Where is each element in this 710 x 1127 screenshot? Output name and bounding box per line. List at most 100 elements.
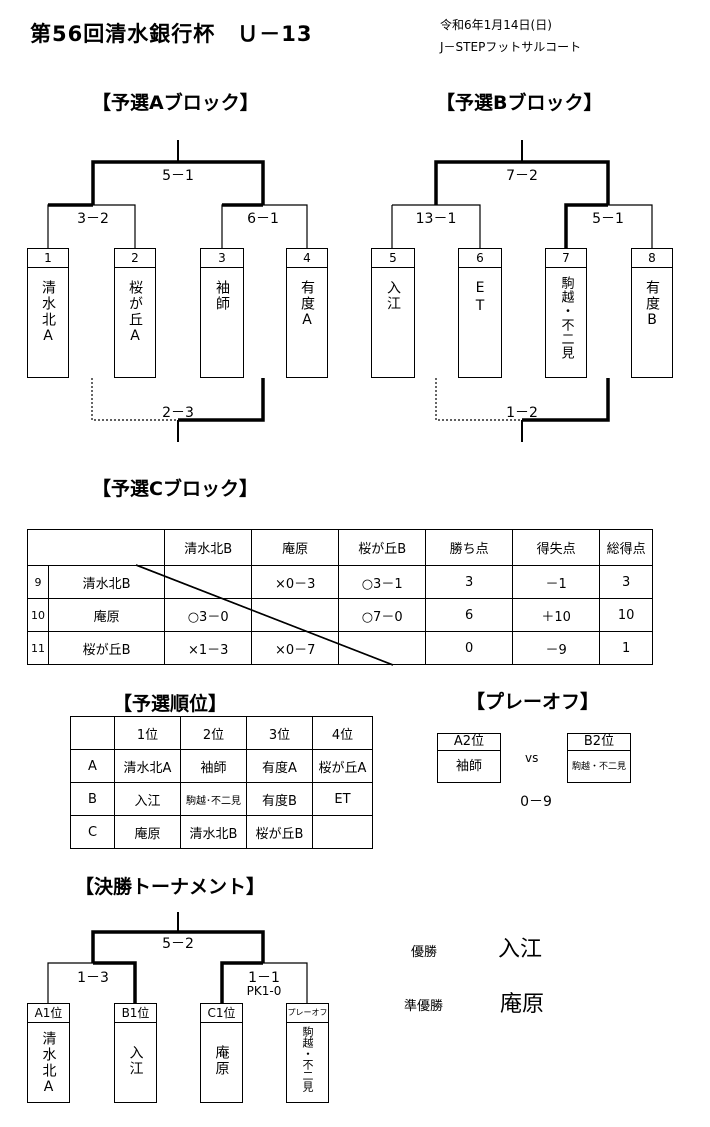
rank-cell: 入江 bbox=[114, 782, 181, 816]
team-name: 庵原 bbox=[213, 1045, 230, 1077]
rank-cell bbox=[312, 815, 373, 849]
block-label: C bbox=[70, 815, 115, 849]
winner-team: 入江 bbox=[498, 937, 543, 962]
final-team-b1: B1位 入江 bbox=[114, 1003, 157, 1103]
column-header: 総得点 bbox=[599, 529, 653, 566]
team-name: 有度B bbox=[644, 280, 660, 330]
playoff-right: B2位 駒越・不二見 bbox=[567, 733, 631, 783]
rank-cell: 駒越･不二見 bbox=[180, 782, 247, 816]
playoff-left-team: 袖師 bbox=[455, 759, 482, 774]
team-name: 桜が丘A bbox=[127, 280, 143, 346]
block-a-team-3: 3 袖師 bbox=[200, 248, 244, 378]
block-a-header: 【予選Aブロック】 bbox=[92, 92, 259, 114]
row-team: 桜が丘B bbox=[47, 631, 166, 665]
result-cell bbox=[251, 598, 340, 632]
playoff-score: 0－9 bbox=[520, 794, 552, 810]
row-number: 9 bbox=[27, 565, 49, 599]
column-header: 1位 bbox=[114, 716, 181, 750]
ranking-table: 1位 2位 3位 4位 A 清水北A 袖師 有度A 桜が丘A B 入江 駒越･不… bbox=[70, 716, 373, 849]
row-team: 清水北B bbox=[47, 565, 166, 599]
goals-cell: 3 bbox=[599, 565, 653, 599]
block-b-team-6: 6 ET bbox=[458, 248, 502, 378]
table-row: 9 清水北B ×0－3 ○3－1 3 －1 3 bbox=[27, 565, 653, 599]
team-number: 6 bbox=[459, 249, 501, 268]
result-cell: ○3－0 bbox=[164, 598, 253, 632]
block-b-team-8: 8 有度B bbox=[631, 248, 673, 378]
row-team: 庵原 bbox=[47, 598, 166, 632]
final-semi-right-pk: PK1-0 bbox=[246, 984, 282, 998]
block-b-final-score: 7－2 bbox=[506, 168, 538, 184]
final-team-playoff: プレーオフ 駒越・不二見 bbox=[286, 1003, 329, 1103]
points-cell: 0 bbox=[425, 631, 514, 665]
rank-cell: 袖師 bbox=[180, 749, 247, 783]
rank-cell: 桜が丘B bbox=[246, 815, 313, 849]
block-b-semi-left-score: 13－1 bbox=[415, 211, 457, 227]
block-c-table: 清水北B 庵原 桜が丘B 勝ち点 得失点 総得点 9 清水北B ×0－3 ○3－… bbox=[26, 529, 653, 665]
seed-label: プレーオフ bbox=[287, 1004, 328, 1023]
seed-label: B1位 bbox=[115, 1004, 156, 1023]
rank-cell: 清水北A bbox=[114, 749, 181, 783]
playoff-left-label: A2位 bbox=[438, 734, 500, 751]
table-row: C 庵原 清水北B 桜が丘B bbox=[70, 815, 373, 849]
table-row: A 清水北A 袖師 有度A 桜が丘A bbox=[70, 749, 373, 783]
event-date: 令和6年1月14日(日) bbox=[440, 18, 552, 32]
column-header: 3位 bbox=[246, 716, 313, 750]
final-semi-right-score: 1－1 bbox=[248, 970, 280, 986]
team-name: 駒越・不二見 bbox=[558, 276, 574, 360]
block-b-semi-right-score: 5－1 bbox=[592, 211, 624, 227]
diff-cell: －9 bbox=[512, 631, 601, 665]
team-name: 駒越・不二見 bbox=[301, 1026, 314, 1092]
column-header: 庵原 bbox=[251, 529, 340, 566]
rank-cell: 桜が丘A bbox=[312, 749, 373, 783]
rank-cell: 清水北B bbox=[180, 815, 247, 849]
block-label: B bbox=[70, 782, 115, 816]
rank-cell: ET bbox=[312, 782, 373, 816]
goals-cell: 10 bbox=[599, 598, 653, 632]
result-cell: ×0－3 bbox=[251, 565, 340, 599]
diff-cell: ＋10 bbox=[512, 598, 601, 632]
rank-cell: 有度A bbox=[246, 749, 313, 783]
block-b-team-5: 5 入江 bbox=[371, 248, 415, 378]
column-header: 勝ち点 bbox=[425, 529, 514, 566]
team-number: 5 bbox=[372, 249, 414, 268]
column-header: 桜が丘B bbox=[338, 529, 427, 566]
event-venue: J－STEPフットサルコート bbox=[440, 40, 582, 54]
result-cell bbox=[164, 565, 253, 599]
rank-cell: 庵原 bbox=[114, 815, 181, 849]
runner-up-label: 準優勝 bbox=[404, 999, 444, 1014]
block-a-third-score: 2－3 bbox=[162, 405, 194, 421]
row-number: 11 bbox=[27, 631, 49, 665]
team-name: ET bbox=[472, 280, 488, 316]
playoff-right-team: 駒越・不二見 bbox=[571, 762, 626, 772]
page-title: 第56回清水銀行杯 Ｕ－13 bbox=[30, 22, 313, 46]
block-a-final-score: 5－1 bbox=[162, 168, 194, 184]
block-a-team-4: 4 有度A bbox=[286, 248, 328, 378]
final-header: 【決勝トーナメント】 bbox=[75, 876, 266, 898]
result-cell bbox=[338, 631, 427, 665]
block-b-header: 【予選Bブロック】 bbox=[436, 92, 603, 114]
result-cell: ×1－3 bbox=[164, 631, 253, 665]
result-cell: ×0－7 bbox=[251, 631, 340, 665]
final-team-a1: A1位 清水北A bbox=[27, 1003, 70, 1103]
table-row: B 入江 駒越･不二見 有度B ET bbox=[70, 782, 373, 816]
team-number: 2 bbox=[115, 249, 155, 268]
team-name: 清水北A bbox=[40, 1031, 57, 1097]
points-cell: 6 bbox=[425, 598, 514, 632]
team-name: 袖師 bbox=[214, 280, 230, 312]
playoff-left: A2位 袖師 bbox=[437, 733, 501, 783]
table-corner bbox=[26, 529, 166, 566]
block-label: A bbox=[70, 749, 115, 783]
final-score: 5－2 bbox=[162, 936, 194, 952]
goals-cell: 1 bbox=[599, 631, 653, 665]
block-a-semi-left-score: 3－2 bbox=[77, 211, 109, 227]
column-header: 2位 bbox=[180, 716, 247, 750]
team-name: 入江 bbox=[385, 280, 401, 312]
final-semi-left-score: 1－3 bbox=[77, 970, 109, 986]
block-c-header: 【予選Cブロック】 bbox=[92, 478, 258, 500]
block-a-team-2: 2 桜が丘A bbox=[114, 248, 156, 378]
playoff-header: 【プレーオフ】 bbox=[466, 691, 600, 713]
playoff-vs: vs bbox=[525, 751, 539, 765]
runner-up-team: 庵原 bbox=[500, 992, 545, 1017]
seed-label: A1位 bbox=[28, 1004, 69, 1023]
